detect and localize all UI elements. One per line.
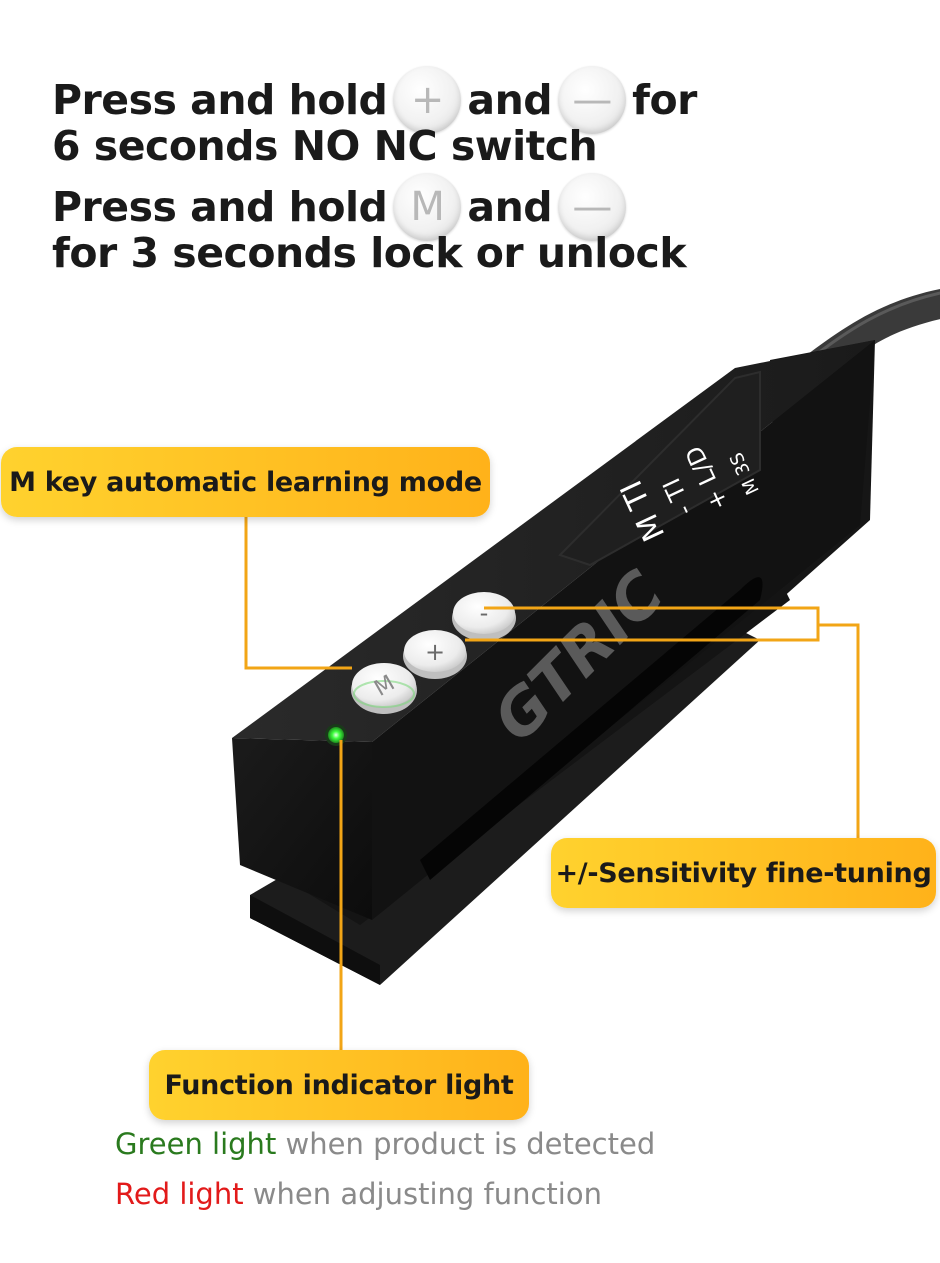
callout-indicator: Function indicator light (149, 1050, 529, 1120)
minus-key-icon: — (558, 173, 627, 241)
svg-text:+: + (425, 638, 445, 666)
minus-button[interactable]: - (452, 592, 516, 641)
instruction-line-1: Press and hold+and—for (52, 66, 697, 134)
instruction-text: for (632, 76, 697, 124)
callout-sensitivity: +/-Sensitivity fine-tuning (551, 838, 936, 908)
instruction-text: and (467, 183, 553, 231)
svg-text:-: - (480, 599, 489, 627)
note-green: Green light when product is detected (115, 1127, 655, 1161)
m-button[interactable]: M (351, 663, 417, 714)
note-text: when adjusting function (243, 1177, 602, 1211)
green-light-label: Green light (115, 1127, 277, 1161)
plus-key-icon: + (393, 66, 462, 134)
display-panel (558, 370, 761, 567)
instruction-text: Press and hold (52, 183, 388, 231)
red-light-label: Red light (115, 1177, 244, 1211)
instruction-line-2: 6 seconds NO NC switch (52, 122, 598, 170)
plus-button[interactable]: + (403, 630, 467, 679)
m-key-icon: M (393, 173, 462, 241)
minus-key-icon: — (558, 66, 627, 134)
instruction-line-4: for 3 seconds lock or unlock (52, 229, 687, 277)
leader-lines (244, 515, 860, 1052)
instruction-text: and (467, 76, 553, 124)
note-red: Red light when adjusting function (115, 1177, 602, 1211)
function-indicator-led (325, 724, 347, 746)
front-face (232, 738, 372, 920)
note-text: when product is detected (276, 1127, 656, 1161)
instruction-text: Press and hold (52, 76, 388, 124)
callout-m-key: M key automatic learning mode (1, 447, 490, 517)
